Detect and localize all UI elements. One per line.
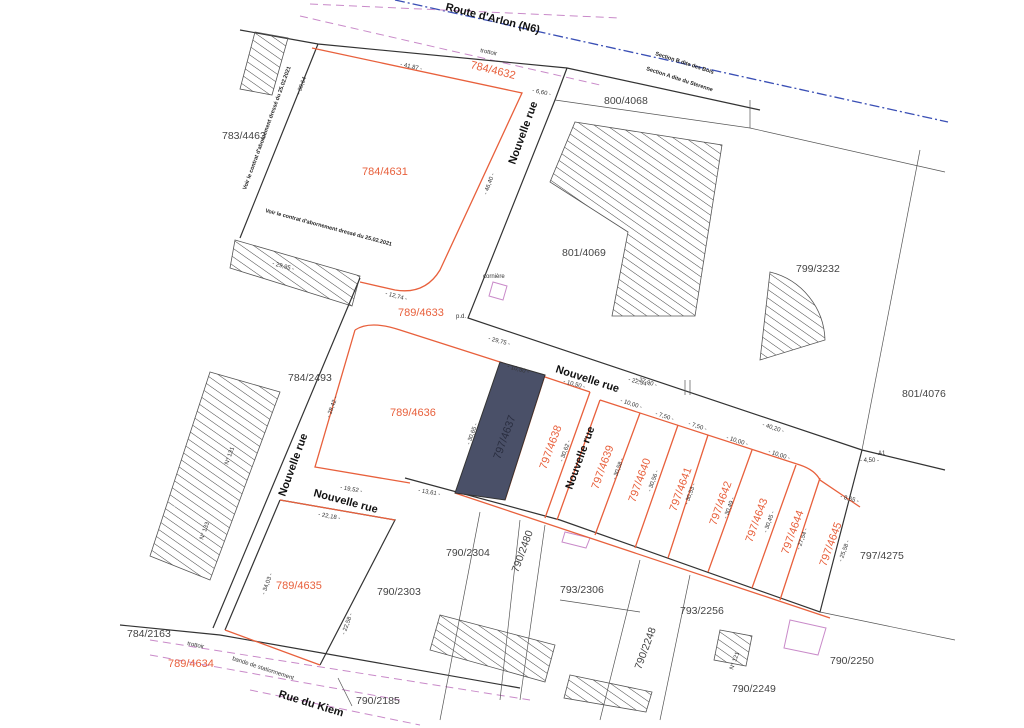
parcel-label[interactable]: 789/4633: [398, 307, 444, 319]
building: [429, 614, 556, 683]
parcel-label: 801/4076: [902, 388, 946, 400]
dimension-label: - 30,64 -: [296, 73, 309, 96]
dimension-label: - 29,95 -: [271, 261, 294, 273]
corniere-label: cornière: [483, 274, 505, 280]
dimension-label: - 12,74 -: [384, 291, 407, 303]
dimension-label: - 19,52 -: [340, 485, 363, 495]
section-boundary-line: [394, 0, 949, 123]
dimension-label: - 10,50 -: [506, 364, 529, 376]
new-parcel-lines: [224, 47, 861, 666]
dimension-label: - 29,75 -: [487, 336, 510, 348]
parcel-label[interactable]: 784/4631: [362, 166, 408, 178]
parcel-label[interactable]: 797/4639: [590, 444, 617, 491]
dimension-label: - 40,20 -: [761, 422, 784, 435]
marker: [561, 531, 591, 549]
parcel-label: 790/2250: [830, 655, 874, 667]
dimension-label: - 25,58 -: [838, 540, 851, 563]
parking-lane-label: bande de stationnement: [231, 656, 294, 682]
parcel-label: 793/2306: [560, 584, 604, 596]
parcel-label: 790/2248: [633, 626, 659, 671]
parcel-label[interactable]: 789/4636: [390, 407, 436, 419]
dimension-label: - 46,40 -: [483, 173, 496, 196]
dimension-label: - 7,50 -: [687, 421, 707, 433]
street-label: Nouvelle rue: [507, 100, 541, 166]
buildings: [149, 31, 827, 713]
road-axis-line: [299, 15, 601, 86]
parcel-label: 797/4275: [860, 550, 904, 562]
dimension-label: - 6,60 -: [532, 88, 552, 98]
parcel-label: 784/2163: [127, 628, 171, 640]
pd-label: p.d.: [456, 314, 466, 320]
road-edge: [119, 624, 521, 689]
parking-lane-line: [149, 654, 401, 701]
building: [149, 371, 281, 581]
parcel-label: 784/2493: [288, 372, 332, 384]
street-label-n6: Route d'Arlon (N6): [444, 1, 541, 36]
corniere-marker: [488, 281, 508, 301]
dimension-label: - 7,50 -: [654, 411, 674, 423]
road-axis-line: [249, 689, 421, 726]
parcel-label: 790/2304: [446, 547, 490, 559]
building: [563, 674, 653, 713]
parcel-label: 790/2249: [732, 683, 776, 695]
leader-line: [337, 677, 353, 707]
dimension-label: - 10,00 -: [767, 449, 790, 462]
parcel-label: 800/4068: [604, 95, 648, 107]
parcel-label[interactable]: 789/4635: [276, 580, 322, 592]
dimension-label: - 10,00 -: [619, 398, 642, 411]
building: [759, 271, 826, 361]
marker: [783, 619, 827, 656]
dimension-label: - 41,87 -: [400, 62, 423, 73]
dimension-label: - 4,50 -: [860, 458, 879, 464]
dimension-label: - 10,00 -: [725, 435, 748, 448]
dimension-label: - 22,58 -: [341, 613, 354, 636]
note-contract: Voir le contrat d'abornement dressé du 2…: [264, 208, 392, 248]
dimension-label: - 22,94 -: [627, 377, 650, 389]
dimension-label: - 13,61 -: [418, 488, 441, 498]
highlighted-lot-797-4637[interactable]: [454, 361, 546, 501]
parcel-label[interactable]: 797/4640: [627, 457, 654, 504]
parcel-label: 783/4463: [222, 130, 266, 142]
parcel-label: 790/2185: [356, 695, 400, 707]
parcel-label: 790/2303: [377, 586, 421, 598]
parcel-label: 801/4069: [562, 247, 606, 259]
parcel-label: 793/2256: [680, 605, 724, 617]
parcel-label: 790/2480: [510, 529, 536, 574]
parcel-label[interactable]: 797/4638: [538, 424, 565, 471]
building: [239, 31, 289, 96]
dimension-label: - 30,58 -: [612, 458, 625, 481]
trottoir-label: trottoir: [187, 641, 205, 650]
a1-label: A1: [878, 451, 886, 457]
dimension-label: - 34,03 -: [261, 573, 274, 596]
building: [549, 121, 723, 317]
parcel-label: 799/3232: [796, 263, 840, 275]
building: [229, 239, 361, 307]
parcel-label[interactable]: 789/4634: [168, 658, 214, 670]
dimension-label: - 8,65 -: [839, 494, 859, 505]
dimension-label: - 22,18 -: [318, 512, 341, 522]
building: [713, 629, 753, 667]
dimension-label: - 10,50 -: [562, 379, 585, 391]
trottoir-label: trottoir: [480, 48, 498, 57]
dimension-label: - 30,62 -: [559, 440, 572, 463]
dimension-label: - 28,42 -: [326, 396, 339, 419]
street-label-rue-du-kiem: Rue du Kiem: [277, 688, 345, 719]
